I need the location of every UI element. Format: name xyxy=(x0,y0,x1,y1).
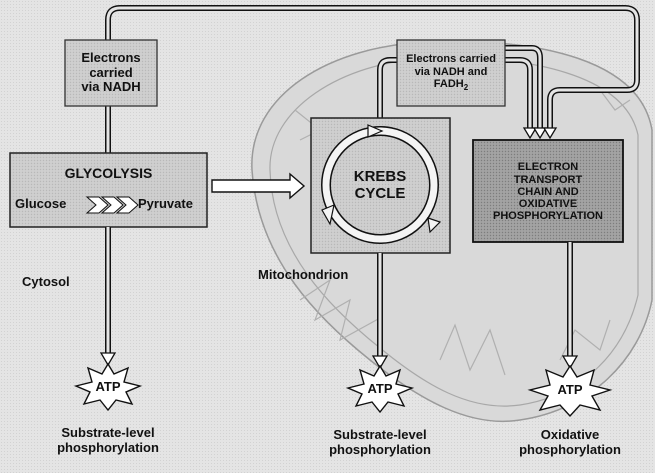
left-caption-line2: phosphorylation xyxy=(57,439,159,455)
nadh-fadh-box-label: Electrons carried via NADH and FADH2 xyxy=(397,42,505,104)
atp-right-label: ATP xyxy=(557,382,583,397)
krebs-line1: KREBS xyxy=(353,167,407,185)
etc-line5: PHOSPHORYLATION xyxy=(492,210,603,223)
middle-caption-line1: Substrate-level xyxy=(333,427,427,442)
nadh-box xyxy=(64,39,158,107)
fadh-line1: Electrons carried xyxy=(406,53,496,66)
atp-starburst-left xyxy=(73,362,143,412)
nadh-box-label: Electrons carried via NADH xyxy=(65,42,157,104)
fadh-line2: via NADH and xyxy=(414,65,488,78)
krebs-ring-arrowhead-right xyxy=(427,217,442,234)
etc-box xyxy=(472,139,624,243)
glycolysis-chevron-1 xyxy=(85,196,109,214)
nadh-line2: carried xyxy=(89,64,133,80)
etc-label: ELECTRON TRANSPORT CHAIN AND OXIDATIVE P… xyxy=(473,148,623,236)
glucose-label: Glucose xyxy=(15,196,67,211)
nadh-fadh-box xyxy=(396,39,506,107)
atp-middle-label: ATP xyxy=(367,381,393,396)
glycolysis-to-atp-arrow xyxy=(99,227,117,367)
pyruvate-to-krebs-arrow xyxy=(211,172,306,200)
mitochondrion-inner-membrane xyxy=(269,57,639,407)
left-caption-line1: Substrate-level xyxy=(61,425,155,440)
nadh-loop-line-inner xyxy=(106,6,639,128)
nadh-line1: Electrons xyxy=(81,49,141,65)
glycolysis-chevron-2 xyxy=(100,196,124,214)
middle-caption-line2: phosphorylation xyxy=(329,441,431,457)
cytosol-label: Cytosol xyxy=(22,274,70,289)
atp-starburst-right xyxy=(527,364,613,418)
fadh-arrowhead-1 xyxy=(522,127,538,140)
glycolysis-box xyxy=(9,152,208,228)
krebs-to-atp-arrow xyxy=(371,253,389,370)
etc-line3: CHAIN AND xyxy=(517,185,579,198)
krebs-ring-arrowhead-top xyxy=(367,124,384,138)
etc-line1: ELECTRON xyxy=(517,161,579,174)
right-caption-line2: phosphorylation xyxy=(519,441,621,457)
right-caption-line1: Oxidative xyxy=(540,427,600,442)
fadh-line3: FADH2 xyxy=(433,78,469,93)
glycolysis-chevron-3 xyxy=(115,196,139,214)
etc-line4: OXIDATIVE xyxy=(518,198,578,211)
right-output-caption: Oxidative phosphorylation xyxy=(495,427,645,458)
krebs-line2: CYCLE xyxy=(354,185,406,202)
nadh-line3: via NADH xyxy=(81,79,141,95)
atp-starburst-middle xyxy=(345,364,415,414)
krebs-label: KREBS CYCLE xyxy=(330,160,430,210)
left-output-caption: Substrate-level phosphorylation xyxy=(28,425,188,456)
mitochondrion-cristae xyxy=(294,89,631,376)
etc-line2: TRANSPORT xyxy=(513,173,583,186)
glycolysis-title: GLYCOLYSIS xyxy=(64,165,153,181)
nadh-loop-arrowhead xyxy=(542,127,558,140)
atp-left-label: ATP xyxy=(95,379,121,394)
krebs-box xyxy=(310,117,451,254)
etc-to-atp-arrow xyxy=(561,242,579,370)
krebs-ring-arrowhead-left xyxy=(321,204,335,226)
fadh-arrowhead-2 xyxy=(532,127,548,140)
mitochondrion-label: Mitochondrion xyxy=(258,267,349,282)
pyruvate-label: Pyruvate xyxy=(138,196,193,211)
middle-output-caption: Substrate-level phosphorylation xyxy=(300,427,460,458)
